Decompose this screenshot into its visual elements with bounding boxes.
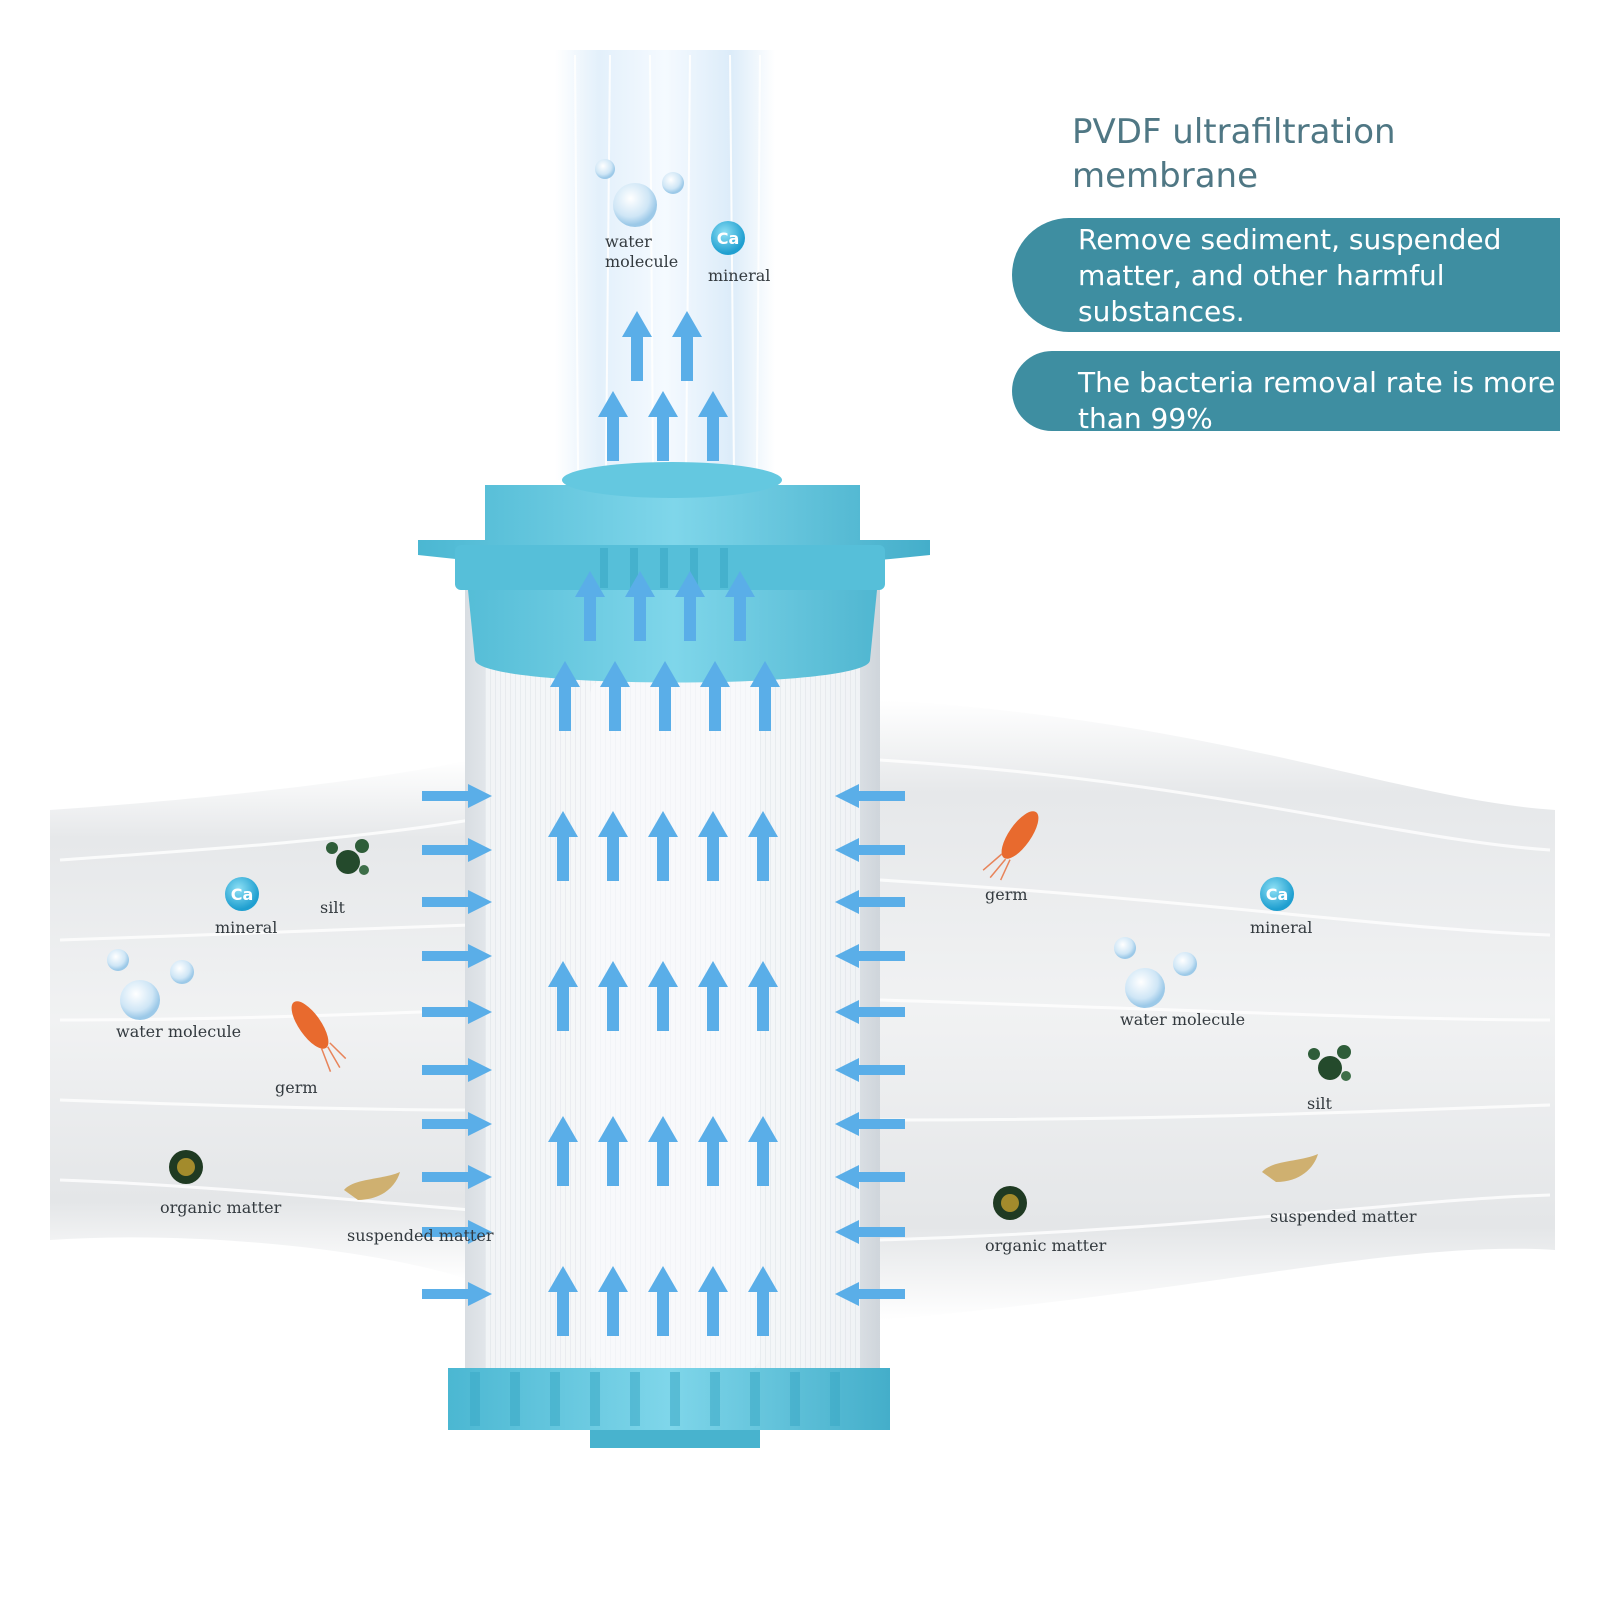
silt-icon: [1308, 1045, 1351, 1081]
mineral-icon: Ca: [711, 221, 745, 255]
svg-text:Ca: Ca: [717, 229, 740, 248]
label-right-germ: germ: [985, 885, 1028, 904]
svg-text:Ca: Ca: [1266, 885, 1289, 904]
top-cap-ribs: [600, 548, 728, 588]
label-left-organic-matter: organic matter: [160, 1198, 282, 1217]
label-left-mineral: mineral: [215, 918, 278, 937]
suspended-matter-icon: [1262, 1154, 1318, 1182]
label-right-silt: silt: [1307, 1094, 1332, 1113]
right-water-flow: [880, 700, 1555, 1320]
label-left-water-molecule: water molecule: [116, 1022, 242, 1041]
germ-icon: [291, 1001, 347, 1072]
left-water-flow: [50, 760, 470, 1280]
water-molecule-icon: [107, 949, 194, 1020]
mineral-icon: Ca: [225, 877, 259, 911]
label-right-suspended-matter: suspended matter: [1270, 1207, 1417, 1226]
page-title: PVDF ultrafiltration membrane: [1072, 112, 1396, 196]
feature-callout-bacteria: The bacteria removal rate is more than 9…: [1012, 351, 1560, 431]
silt-icon: [326, 839, 369, 875]
stream-streaks: [574, 54, 761, 471]
label-top-water-molecule: water molecule: [605, 232, 679, 271]
water-molecule-icon: [595, 159, 684, 227]
suspended-matter-icon: [344, 1172, 400, 1200]
organic-matter-icon: [169, 1150, 203, 1184]
bottom-cap-ribs: [470, 1372, 840, 1426]
water-molecule-icon: [1114, 937, 1197, 1008]
germ-icon: [982, 811, 1039, 881]
label-left-germ: germ: [275, 1078, 318, 1097]
label-left-suspended-matter: suspended matter: [347, 1226, 494, 1245]
feature-callout-sediment: Remove sediment, suspended matter, and o…: [1012, 218, 1560, 332]
label-top-mineral: mineral: [708, 266, 771, 285]
label-right-mineral: mineral: [1250, 918, 1313, 937]
top-cap-band: [455, 545, 885, 590]
bottom-cap-foot: [590, 1430, 760, 1448]
label-right-water-molecule: water molecule: [1120, 1010, 1246, 1029]
top-outlet: [562, 462, 782, 498]
mineral-icon: Ca: [1260, 877, 1294, 911]
label-right-organic-matter: organic matter: [985, 1236, 1107, 1255]
label-left-silt: silt: [320, 898, 345, 917]
flow-streaks: [59, 758, 1551, 1242]
organic-matter-icon: [993, 1186, 1027, 1220]
svg-text:Ca: Ca: [231, 885, 254, 904]
